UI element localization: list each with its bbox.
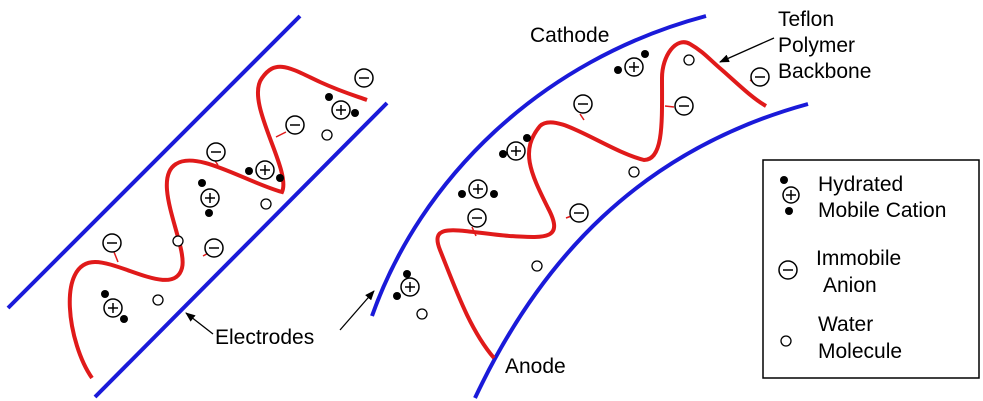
water-molecule	[628, 166, 640, 178]
cathode-electrode	[370, 14, 707, 317]
teflon-label-line1: Teflon	[778, 8, 834, 31]
hydrated-cation	[245, 160, 284, 182]
anion	[467, 208, 487, 228]
upper-electrode-straight	[6, 14, 302, 310]
teflon-label-line2: Polymer	[778, 34, 855, 57]
legend-cation-icon	[780, 176, 800, 215]
hydrated-cation	[198, 179, 220, 217]
anion	[569, 203, 589, 223]
anode-electrode	[473, 102, 809, 399]
water-molecule	[260, 198, 272, 210]
legend-cation-label-1: Hydrated	[818, 173, 903, 196]
straight-strip	[6, 14, 389, 399]
anion-tether	[275, 131, 287, 138]
polymer-backbone-bent	[435, 40, 768, 360]
legend: Hydrated Mobile Cation Immobile Anion Wa…	[762, 159, 980, 379]
legend-anion-label-1: Immobile	[816, 247, 901, 270]
water-molecule	[416, 308, 428, 320]
water-molecule	[531, 260, 543, 272]
anion	[573, 94, 593, 114]
water-molecule	[152, 294, 164, 306]
teflon-arrow	[719, 37, 775, 63]
anion	[750, 67, 770, 87]
hydrated-cation	[614, 50, 649, 77]
hydrated-cation	[393, 270, 420, 300]
anion-tether	[664, 105, 675, 108]
polymer-backbone-straight	[67, 64, 368, 380]
anion	[674, 96, 694, 116]
legend-anion-icon	[778, 260, 798, 280]
hydrated-cation	[325, 93, 359, 120]
anion	[285, 115, 305, 135]
legend-water-label-2: Molecule	[818, 340, 902, 363]
legend-water-label-1: Water	[818, 313, 873, 336]
anode-label: Anode	[505, 355, 566, 378]
lower-electrode-straight	[93, 101, 389, 399]
hydrated-cation	[499, 134, 531, 161]
electrodes-label: Electrodes	[215, 326, 314, 349]
cathode-label: Cathode	[530, 24, 609, 47]
anion	[354, 68, 374, 88]
anion-tether	[579, 113, 585, 121]
bent-strip	[370, 14, 809, 399]
electrodes-arrow-left	[185, 312, 214, 335]
legend-water-icon	[780, 335, 792, 347]
water-molecule	[172, 235, 184, 247]
teflon-label-line3: Backbone	[778, 60, 871, 83]
anion	[204, 238, 224, 258]
hydrated-cation	[458, 179, 498, 199]
electrodes-arrow-right	[339, 290, 375, 331]
anion	[206, 142, 226, 162]
water-molecule	[321, 129, 333, 141]
anion-tether	[113, 251, 119, 263]
water-molecule	[683, 54, 695, 66]
hydrated-cation	[101, 290, 128, 323]
anion-tether	[471, 226, 477, 237]
legend-cation-label-2: Mobile Cation	[818, 199, 946, 222]
anion	[102, 233, 122, 253]
legend-anion-label-2: Anion	[823, 274, 877, 297]
